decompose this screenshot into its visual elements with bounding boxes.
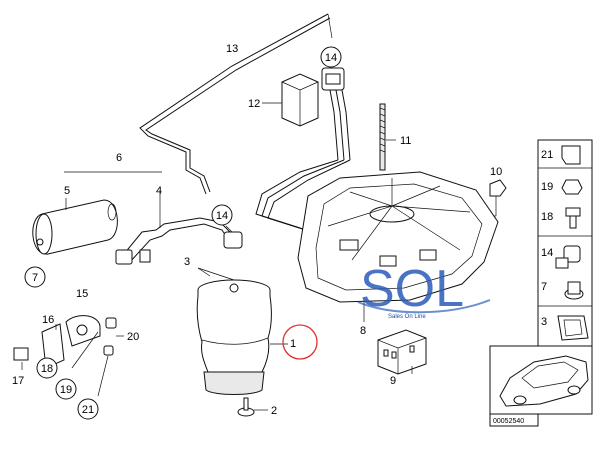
legend-clip-3 <box>557 315 589 341</box>
bracket-group <box>13 315 124 397</box>
tank-5 <box>32 198 118 255</box>
callout-19: 19 <box>55 378 77 400</box>
legend-screw-18 <box>565 207 581 217</box>
air-line-13 <box>139 13 333 195</box>
callout-3: 3 <box>184 256 190 268</box>
module-12 <box>262 73 319 127</box>
legend-nut-19 <box>561 179 583 195</box>
svg-text:21: 21 <box>82 404 94 416</box>
car-thumbnail <box>489 345 593 415</box>
callout-21: 21 <box>77 398 99 420</box>
callout-2: 2 <box>271 405 277 417</box>
callout-10: 10 <box>490 166 502 178</box>
svg-text:14: 14 <box>325 52 337 64</box>
legend-label-14: 14 <box>541 247 553 259</box>
legend-label-21: 21 <box>541 149 553 161</box>
callout-14-top: 14 <box>320 46 342 68</box>
callout-1: 1 <box>290 338 296 350</box>
legend-label-7: 7 <box>541 281 547 293</box>
reference-box <box>489 413 539 427</box>
nut-10 <box>480 179 507 217</box>
watermark-subtext: Sales On Line <box>388 314 426 320</box>
callout-9: 9 <box>390 375 396 387</box>
callout-6: 6 <box>116 152 122 164</box>
legend-label-3: 3 <box>541 316 547 328</box>
callout-17: 17 <box>12 375 24 387</box>
callout-11: 11 <box>400 135 411 147</box>
callout-7: 7 <box>24 266 46 288</box>
connector-14-top <box>321 67 351 161</box>
harness <box>255 159 351 233</box>
watermark-text: SOL <box>360 260 464 318</box>
relay-9 <box>377 329 427 375</box>
callout-5: 5 <box>64 185 70 197</box>
highlight-circle <box>282 324 318 360</box>
callout-13: 13 <box>226 43 238 55</box>
legend-label-19: 19 <box>541 181 553 193</box>
svg-text:7: 7 <box>32 272 38 284</box>
air-spring-1 <box>196 279 288 395</box>
connector-14-mid <box>223 225 243 249</box>
watermark-logo: SOL Sales On Line <box>357 260 491 320</box>
tank-8 <box>297 171 499 322</box>
callout-20: 20 <box>127 331 139 343</box>
callout-16: 16 <box>42 314 54 326</box>
callout-4: 4 <box>156 185 162 197</box>
callout-15: 15 <box>76 288 88 300</box>
legend-label-18: 18 <box>541 211 553 223</box>
svg-text:14: 14 <box>216 210 228 222</box>
legend-column <box>537 139 593 347</box>
callout-12: 12 <box>248 98 260 110</box>
callout-8: 8 <box>360 325 366 337</box>
callout-18: 18 <box>36 357 58 379</box>
svg-text:19: 19 <box>60 384 72 396</box>
reference-number: 00052540 <box>493 418 524 425</box>
callout-14-mid: 14 <box>211 204 233 226</box>
legend-clip-21 <box>561 145 581 165</box>
callout-line-3 <box>197 267 235 281</box>
stud-11 <box>379 103 396 171</box>
bolt-2 <box>237 397 268 417</box>
svg-text:18: 18 <box>41 363 53 375</box>
